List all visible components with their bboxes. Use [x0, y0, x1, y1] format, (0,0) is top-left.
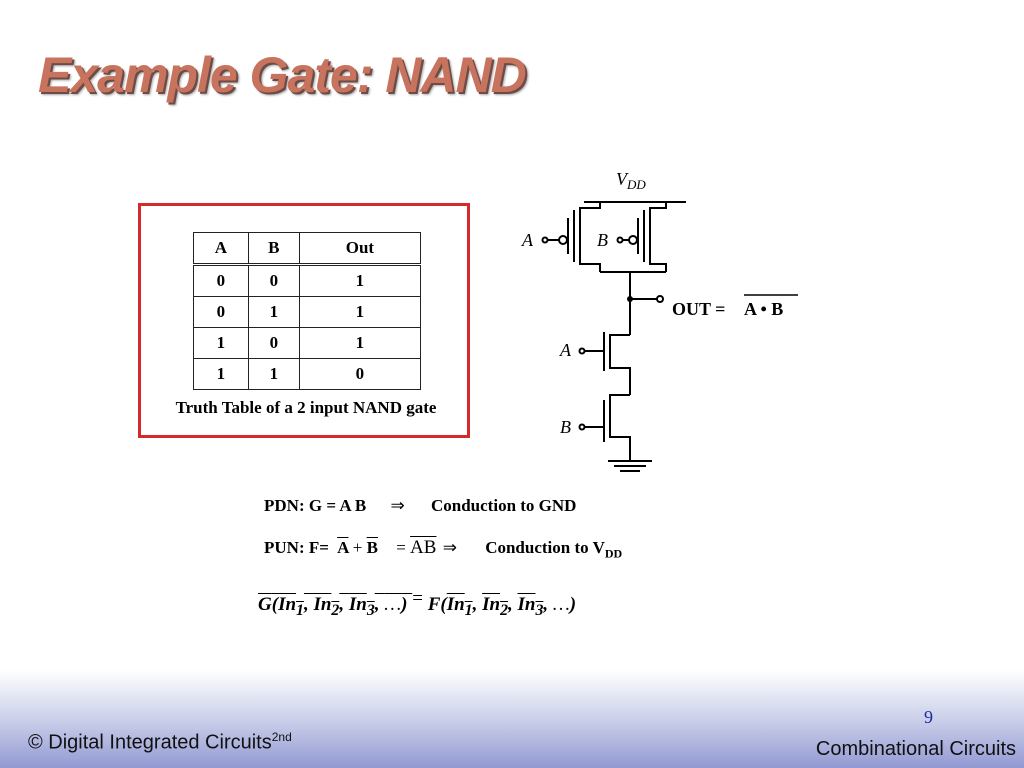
- pdn-arrow: ⇒: [390, 496, 405, 515]
- general-in-g2: In: [313, 594, 332, 615]
- pun-prefix: PUN: F=: [264, 538, 329, 557]
- general-in-g1: In: [278, 594, 297, 615]
- general-sub-f3: 3: [535, 601, 544, 619]
- table-cell: 1: [298, 296, 422, 328]
- pun-ab: AB: [410, 537, 437, 558]
- header-cell-a: A: [193, 232, 249, 266]
- nmos-a-label: A: [559, 340, 572, 360]
- table-cell: 1: [193, 327, 249, 359]
- pun-rhs: Conduction to VDD: [485, 538, 623, 561]
- footer-copyright-sup: 2nd: [271, 730, 292, 744]
- general-sub-f2: 2: [500, 601, 508, 619]
- pun-rhs-text: Conduction to V: [485, 538, 605, 557]
- table-cell: 0: [298, 358, 422, 390]
- table-row: 1 1 0: [193, 358, 422, 390]
- pun-a: A: [337, 538, 349, 557]
- table-cell: 1: [247, 358, 300, 390]
- general-sub-f1: 1: [464, 601, 473, 619]
- footer-section-title: Combinational Circuits: [815, 738, 1016, 760]
- table-cell: 1: [193, 358, 249, 390]
- general-in-g3: In: [348, 594, 367, 615]
- header-cell-out: Out: [298, 232, 422, 266]
- general-sub-g2: 2: [331, 601, 340, 619]
- table-cell: 0: [193, 264, 249, 297]
- pmos-a: [541, 202, 601, 272]
- pun-b: B: [366, 538, 378, 557]
- general-ellipsis-f: …: [552, 594, 570, 615]
- pdn-rhs: Conduction to GND: [431, 496, 577, 515]
- vdd-v: V: [616, 169, 629, 189]
- pun-eq: =: [396, 538, 406, 557]
- pun-equation: PUN: F= A + B = AB ⇒ Conduction to VDD: [264, 537, 622, 561]
- table-cell: 1: [298, 264, 422, 297]
- nmos-b: [578, 394, 631, 460]
- truth-table-box: A B Out 0 0 1 0 1 1 1 0 1 1 1: [138, 203, 470, 438]
- truth-table: A B Out 0 0 1 0 1 1 1 0 1 1 1: [193, 232, 422, 390]
- general-eq: =: [412, 588, 423, 609]
- output-terminal: [656, 295, 664, 303]
- pmos-b-label: B: [597, 230, 608, 250]
- pun-rhs-sub: DD: [604, 546, 623, 561]
- general-f-in1: In1: [446, 594, 473, 619]
- table-row: 0 1 1: [193, 296, 422, 328]
- table-row: 1 0 1: [193, 327, 422, 359]
- pun-plus: +: [352, 538, 363, 557]
- nand-schematic: VDD A B A: [521, 169, 798, 472]
- vdd-sub: DD: [626, 177, 646, 192]
- general-f-in2: In2: [482, 594, 508, 619]
- svg-text:VDD: VDD: [616, 169, 646, 192]
- table-cell: 0: [193, 296, 249, 328]
- general-f-in3: In3: [517, 594, 543, 619]
- table-cell: 1: [247, 296, 300, 328]
- general-ellipsis-g: …: [384, 594, 402, 615]
- truth-table-header-row: A B Out: [193, 232, 422, 266]
- vdd-label: VDD: [616, 169, 646, 192]
- nmos-b-label: B: [560, 417, 571, 437]
- pmos-b: [616, 202, 667, 272]
- general-in-f3: In: [517, 594, 536, 615]
- general-equation: G(In1, In2, In3, …) = F(In1, In2, In3, ……: [258, 588, 576, 620]
- general-f: F: [427, 594, 441, 615]
- out-expression: A • B: [744, 299, 783, 319]
- slide-title: Example Gate: NAND: [38, 47, 527, 103]
- general-sub-g1: 1: [296, 601, 304, 619]
- nmos-a: [578, 332, 631, 395]
- general-in-f1: In: [446, 594, 465, 615]
- general-sub-g3: 3: [366, 601, 375, 619]
- table-row: 0 0 1: [193, 264, 422, 297]
- footer-copyright-text: © Digital Integrated Circuits: [28, 731, 272, 754]
- footer-band: [0, 670, 1024, 768]
- table-cell: 1: [298, 327, 422, 359]
- pdn-lhs: PDN: G = A B: [264, 496, 367, 515]
- header-cell-b: B: [247, 232, 300, 266]
- pmos-a-label: A: [521, 230, 534, 250]
- general-f-expression: F(In1, In2, In3, …): [427, 594, 577, 619]
- pdn-equation: PDN: G = A B ⇒ Conduction to GND: [264, 496, 576, 516]
- out-label: OUT =: [672, 299, 725, 319]
- page-number: 9: [924, 707, 933, 727]
- general-g: G: [258, 594, 272, 615]
- ground-icon: [608, 460, 652, 472]
- pun-arrow: ⇒: [442, 538, 457, 557]
- general-in-f2: In: [482, 594, 501, 615]
- table-cell: 0: [247, 327, 300, 359]
- truth-table-caption: Truth Table of a 2 input NAND gate: [175, 398, 437, 417]
- table-cell: 0: [247, 264, 300, 297]
- general-g-expression: G(In1, In2, In3, …): [258, 594, 413, 619]
- footer-copyright: © Digital Integrated Circuits2nd: [28, 730, 292, 755]
